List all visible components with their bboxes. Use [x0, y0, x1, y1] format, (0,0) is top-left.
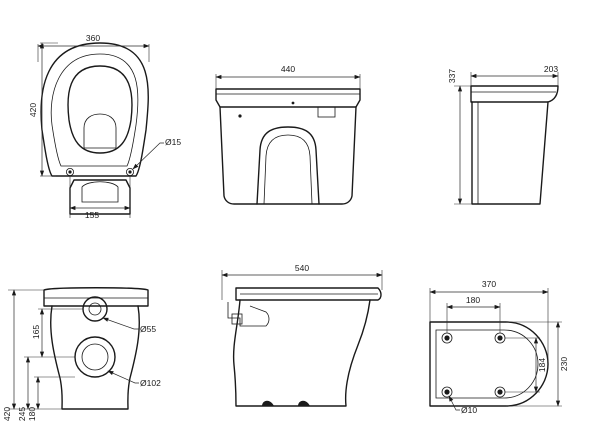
base-view-length-label: 370	[482, 279, 496, 289]
front-view-trap-opening	[256, 126, 320, 205]
base-view-foot-bottom-left	[441, 386, 453, 398]
rear-view-inlet-diameter-label: Ø55	[140, 324, 156, 334]
rear-view: 420 245 180 165 Ø55 Ø102	[2, 287, 161, 421]
rear-view-inlet-height-label: 165	[31, 325, 41, 339]
profile-view-length-label: 540	[295, 263, 309, 273]
top-view-outlet-stub	[81, 181, 119, 203]
side-view-body	[471, 101, 549, 205]
top-view-hole-spacing-label: 155	[85, 210, 99, 220]
top-view-hole-leader	[132, 142, 164, 170]
side-view-depth-label: 203	[544, 64, 558, 74]
top-view: 360 420 Ø15 155	[28, 33, 181, 220]
top-view-hole-label: Ø15	[165, 137, 181, 147]
profile-view-rim	[235, 287, 382, 301]
top-view-seat-outline	[40, 42, 149, 177]
base-view-foot-top-left	[441, 332, 453, 344]
base-view-inner-width-label: 184	[537, 358, 547, 372]
rear-view-outlet-height-label: 245	[17, 407, 27, 421]
base-view-foot-bottom-right	[494, 386, 506, 398]
side-view: 203 337	[447, 64, 559, 205]
rear-view-body	[50, 305, 140, 410]
rear-view-outlet-low-label: 180	[27, 407, 37, 421]
profile-view-trapway	[227, 302, 270, 327]
base-view-spacing-label: 180	[466, 295, 480, 305]
base-view-hole-label: Ø10	[461, 405, 477, 415]
side-view-height-label: 337	[447, 69, 457, 83]
base-view-hole-leader	[448, 395, 460, 411]
front-view-rim	[215, 88, 361, 108]
side-view-rim	[470, 85, 559, 103]
top-view-depth-label: 420	[28, 103, 38, 117]
rear-view-outlet-diameter-label: Ø102	[140, 378, 161, 388]
front-view-inlet-port	[317, 106, 336, 118]
rear-view-inlet-port	[82, 296, 108, 322]
top-view-flush-recess	[83, 113, 117, 149]
top-view-seat-inner-rim	[50, 53, 139, 167]
profile-view-foot-right	[298, 400, 310, 406]
base-view-outline	[429, 321, 549, 407]
top-view-width-label: 360	[86, 33, 100, 43]
rear-view-outlet-port	[74, 336, 116, 378]
base-view: 370 180 184 230 Ø10	[429, 279, 569, 415]
front-view: 440	[215, 64, 361, 205]
top-view-bolt-hole-right	[126, 167, 135, 176]
top-view-rear-block	[69, 179, 131, 215]
rear-view-height-label: 420	[2, 407, 12, 421]
profile-view: 540	[221, 263, 383, 407]
front-view-body	[219, 106, 357, 205]
front-view-width-label: 440	[281, 64, 295, 74]
rear-view-rim	[43, 287, 149, 307]
profile-view-foot-left	[262, 400, 274, 406]
base-view-width-label: 230	[559, 357, 569, 371]
base-view-foot-top-right	[494, 332, 506, 344]
rear-view-outlet-leader	[107, 370, 139, 384]
rear-view-inlet-leader	[102, 317, 139, 330]
top-view-bowl-opening	[67, 65, 133, 154]
profile-view-body	[232, 299, 371, 407]
top-view-bolt-hole-left	[66, 167, 75, 176]
